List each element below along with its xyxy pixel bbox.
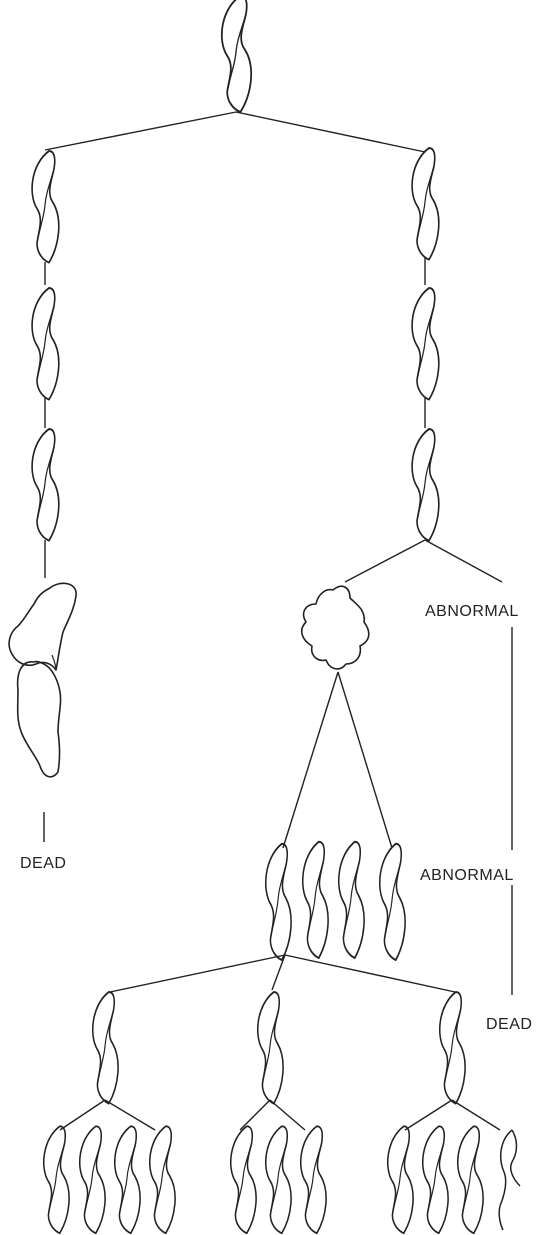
cell-group-mid-1 xyxy=(266,844,291,960)
cell-bottom-mid-2 xyxy=(266,1126,291,1233)
cell-bottom-right-3 xyxy=(458,1126,483,1233)
cell-left-2 xyxy=(32,288,59,400)
cell-bottom-left-2 xyxy=(80,1126,105,1233)
cell-bottom-left-4 xyxy=(150,1126,175,1233)
cell-bottom-right-2 xyxy=(423,1126,448,1233)
label-dead-left: DEAD xyxy=(20,855,66,872)
cell-group-mid-3 xyxy=(339,842,364,958)
cell-amoeboid xyxy=(302,586,369,669)
cell-left-3 xyxy=(32,429,59,541)
connector-lines xyxy=(44,112,512,1130)
cell-deformed xyxy=(9,583,76,776)
cell-right-2 xyxy=(412,288,439,400)
label-abnormal-upper: ABNORMAL xyxy=(425,603,519,620)
cell-bottom-mid-3 xyxy=(301,1126,326,1233)
cell-right-3 xyxy=(412,429,439,541)
cell-bottom-right-1 xyxy=(388,1126,413,1233)
cell-right-1 xyxy=(412,148,439,260)
cell-root xyxy=(222,0,251,112)
cell-bottom-left-3 xyxy=(115,1126,140,1233)
label-dead-right: DEAD xyxy=(486,1016,532,1033)
cell-group-mid-4 xyxy=(380,844,405,960)
cell-tier3-left xyxy=(93,992,118,1104)
cell-tier3-middle xyxy=(258,992,283,1104)
cell-tier3-right xyxy=(440,992,465,1104)
cell-bottom-left-1 xyxy=(44,1126,69,1233)
cell-bottom-right-4-partial xyxy=(499,1130,520,1230)
cell-bottom-mid-1 xyxy=(231,1126,256,1233)
cell-group-mid-2 xyxy=(303,842,328,958)
cell-left-1 xyxy=(32,151,59,263)
label-abnormal-lower: ABNORMAL xyxy=(420,867,514,884)
